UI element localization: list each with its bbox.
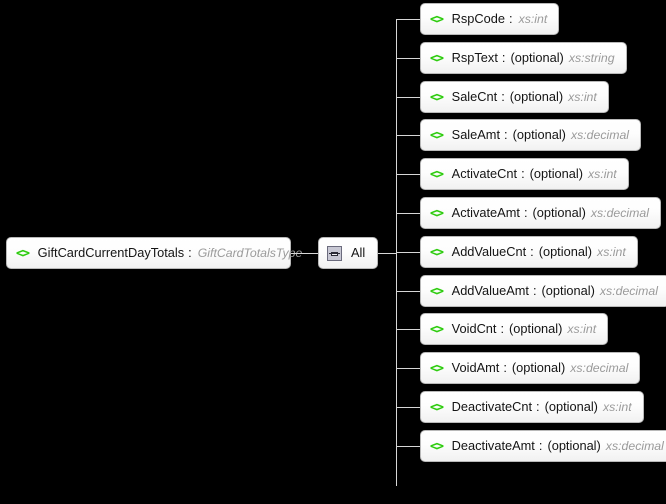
element-node-separator: : bbox=[521, 165, 525, 181]
element-node-occurrence: (optional) bbox=[544, 398, 598, 414]
element-node-separator: : bbox=[504, 126, 508, 142]
root-node-name: GiftCardCurrentDayTotals bbox=[37, 244, 185, 260]
schema-node-element[interactable]: <> ActivateAmt:(optional) xs:decimal bbox=[420, 197, 661, 229]
element-icon: <> bbox=[430, 10, 444, 26]
root-node-type: GiftCardTotalsType bbox=[197, 245, 303, 260]
element-node-type: xs:int bbox=[602, 399, 632, 414]
element-node-separator: : bbox=[509, 10, 513, 26]
element-node-occurrence: (optional) bbox=[532, 204, 586, 220]
element-node-name: VoidAmt bbox=[451, 359, 500, 375]
element-icon: <> bbox=[430, 88, 444, 104]
connector-branch bbox=[396, 329, 420, 330]
connector-branch bbox=[396, 368, 420, 369]
connector-branch bbox=[396, 19, 420, 20]
element-node-type: xs:int bbox=[588, 166, 617, 181]
connector-spine bbox=[396, 20, 397, 486]
all-compositor-icon bbox=[327, 245, 342, 261]
all-compositor-label: All bbox=[351, 244, 366, 260]
element-node-separator: : bbox=[503, 359, 507, 375]
schema-node-element[interactable]: <> VoidAmt:(optional) xs:decimal bbox=[420, 352, 641, 384]
element-node-name: AddValueAmt bbox=[451, 282, 529, 298]
element-node-occurrence: (optional) bbox=[512, 126, 566, 142]
element-node-occurrence: (optional) bbox=[538, 243, 593, 259]
element-node-occurrence: (optional) bbox=[547, 437, 601, 453]
element-node-name: RspCode bbox=[451, 10, 506, 26]
element-node-type: xs:int bbox=[518, 11, 548, 26]
connector-branch bbox=[396, 58, 420, 59]
element-node-name: AddValueCnt bbox=[451, 243, 527, 259]
schema-node-element[interactable]: <> AddValueCnt:(optional) xs:int bbox=[420, 236, 638, 268]
schema-node-element[interactable]: <> RspCode: xs:int bbox=[420, 3, 560, 35]
connector-branch bbox=[396, 252, 420, 253]
element-icon: <> bbox=[430, 398, 444, 414]
element-icon: <> bbox=[430, 204, 444, 220]
element-node-name: RspText bbox=[451, 49, 498, 65]
element-node-separator: : bbox=[523, 204, 528, 220]
element-icon: <> bbox=[430, 49, 444, 65]
connector-branch bbox=[396, 213, 420, 214]
schema-node-element[interactable]: <> SaleAmt:(optional) xs:decimal bbox=[420, 119, 642, 151]
element-node-type: xs:decimal bbox=[570, 360, 629, 375]
element-node-name: ActivateAmt bbox=[451, 204, 520, 220]
element-node-occurrence: (optional) bbox=[509, 88, 564, 104]
element-icon: <> bbox=[430, 320, 444, 336]
element-node-type: xs:decimal bbox=[590, 205, 649, 220]
schema-node-element[interactable]: <> DeactivateCnt:(optional) xs:int bbox=[420, 391, 644, 423]
element-icon: <> bbox=[430, 282, 444, 298]
schema-node-all-compositor[interactable]: All bbox=[318, 237, 378, 269]
connector-root-to-all bbox=[291, 253, 318, 254]
schema-node-root[interactable]: <> GiftCardCurrentDayTotals : GiftCardTo… bbox=[6, 237, 302, 269]
element-node-name: DeactivateCnt bbox=[451, 398, 533, 414]
element-icon: <> bbox=[16, 244, 30, 260]
element-node-separator: : bbox=[536, 398, 540, 414]
element-icon: <> bbox=[430, 243, 444, 259]
schema-node-element[interactable]: <> RspText:(optional) xs:string bbox=[420, 42, 627, 74]
element-node-separator: : bbox=[501, 49, 506, 65]
element-node-separator: : bbox=[501, 88, 505, 104]
element-node-name: SaleCnt bbox=[451, 88, 498, 104]
element-icon: <> bbox=[430, 437, 444, 453]
element-node-occurrence: (optional) bbox=[511, 359, 566, 375]
element-node-separator: : bbox=[500, 320, 505, 336]
element-node-name: SaleAmt bbox=[451, 126, 501, 142]
element-node-separator: : bbox=[532, 282, 537, 298]
element-node-type: xs:int bbox=[567, 321, 597, 336]
element-node-name: VoidCnt bbox=[451, 320, 497, 336]
root-node-separator: : bbox=[188, 244, 192, 260]
element-node-occurrence: (optional) bbox=[510, 49, 564, 65]
element-icon: <> bbox=[430, 126, 444, 142]
element-node-type: xs:decimal bbox=[570, 127, 630, 142]
element-node-type: xs:decimal bbox=[605, 438, 664, 453]
element-node-name: DeactivateAmt bbox=[451, 437, 535, 453]
schema-node-element[interactable]: <> ActivateCnt:(optional) xs:int bbox=[420, 158, 629, 190]
element-node-type: xs:string bbox=[568, 50, 615, 65]
schema-node-element[interactable]: <> AddValueAmt:(optional) xs:decimal bbox=[420, 275, 666, 307]
element-node-occurrence: (optional) bbox=[529, 165, 584, 181]
connector-branch bbox=[396, 291, 420, 292]
element-node-separator: : bbox=[538, 437, 543, 453]
connector-branch bbox=[396, 135, 420, 136]
element-node-occurrence: (optional) bbox=[541, 282, 595, 298]
element-node-occurrence: (optional) bbox=[509, 320, 563, 336]
connector-branch bbox=[396, 97, 420, 98]
element-node-separator: : bbox=[530, 243, 534, 259]
element-node-type: xs:int bbox=[597, 244, 626, 259]
element-node-type: xs:int bbox=[568, 89, 597, 104]
connector-branch bbox=[396, 446, 420, 447]
element-icon: <> bbox=[430, 359, 444, 375]
element-node-name: ActivateCnt bbox=[451, 165, 518, 181]
element-node-type: xs:decimal bbox=[599, 283, 658, 298]
connector-branch bbox=[396, 174, 420, 175]
schema-node-element[interactable]: <> VoidCnt:(optional) xs:int bbox=[420, 313, 609, 345]
schema-node-element[interactable]: <> DeactivateAmt:(optional) xs:decimal bbox=[420, 430, 666, 462]
element-icon: <> bbox=[430, 165, 444, 181]
connector-branch bbox=[396, 407, 420, 408]
schema-node-element[interactable]: <> SaleCnt:(optional) xs:int bbox=[420, 81, 609, 113]
connector-all-stub bbox=[378, 253, 396, 254]
